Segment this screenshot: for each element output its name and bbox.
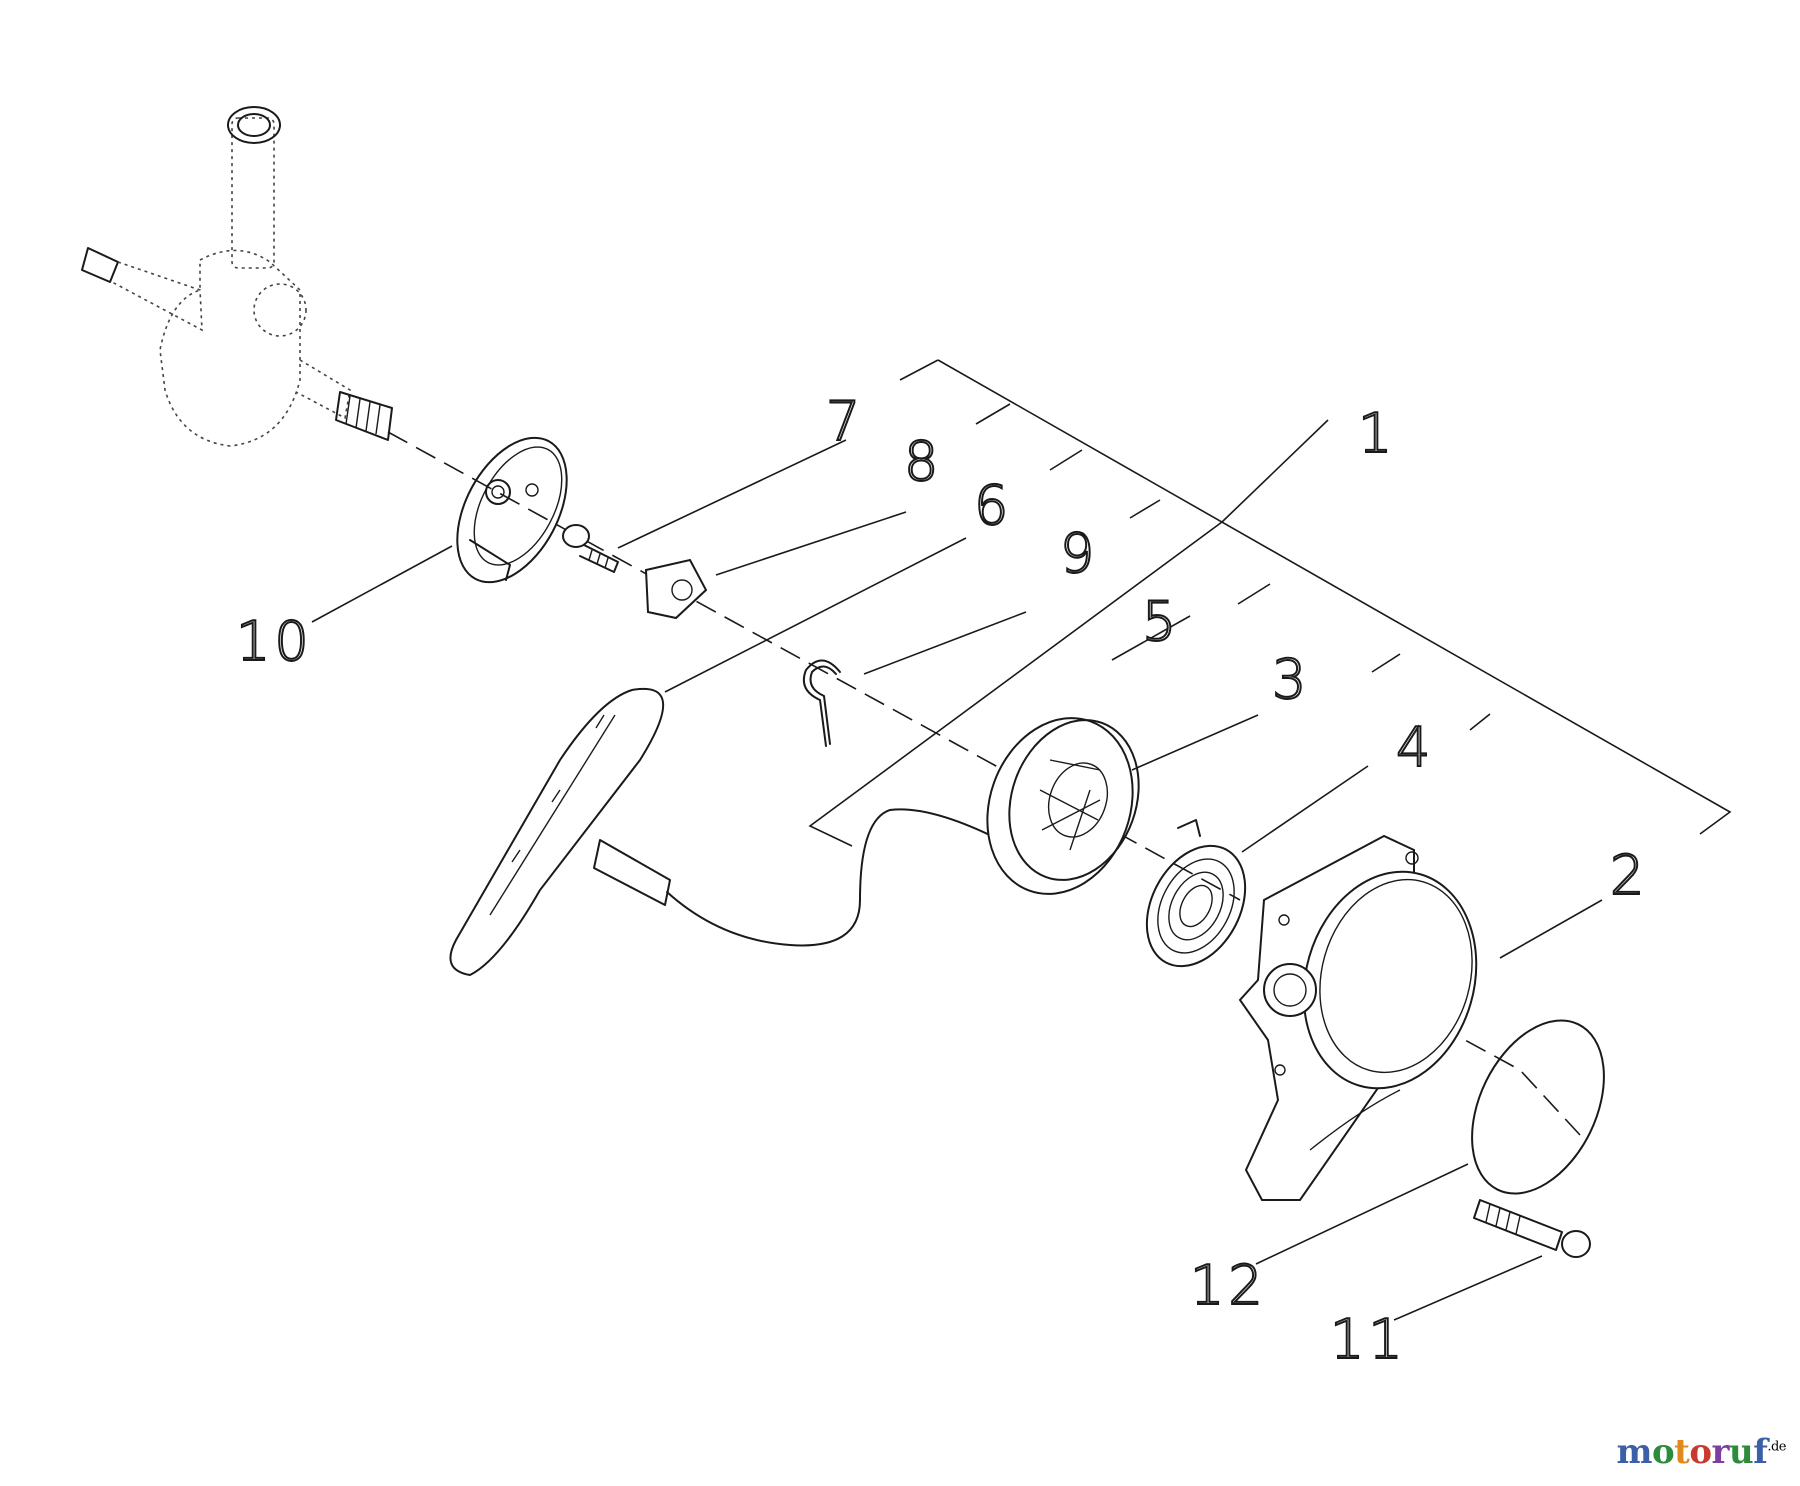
watermark-letter: u [1728, 1432, 1754, 1472]
leader-lines [311, 359, 1732, 1321]
callout-10: 10 [236, 610, 313, 673]
part-2-housing [1238, 834, 1478, 1201]
callout-11: 11 [1330, 1308, 1407, 1371]
part-12-gasket [1471, 1019, 1605, 1195]
callout-2: 2 [1610, 844, 1648, 907]
callout-3: 3 [1272, 648, 1310, 711]
callout-7: 7 [826, 390, 864, 453]
watermark-letter: m [1616, 1432, 1652, 1472]
part-11-screw [1473, 1199, 1591, 1258]
part-3-pulley [986, 717, 1140, 895]
part-7-screw [562, 524, 619, 573]
callout-6: 6 [974, 474, 1012, 537]
watermark-letter: o [1651, 1432, 1675, 1472]
watermark-letter: f [1753, 1432, 1768, 1472]
callout-1: 1 [1358, 402, 1396, 465]
part-9-clip [802, 659, 841, 747]
watermark-letter: r [1711, 1432, 1730, 1472]
callout-8: 8 [904, 430, 942, 493]
callout-5: 5 [1142, 590, 1180, 653]
watermark-letter: t [1674, 1432, 1690, 1472]
part-6-handle [449, 687, 1001, 977]
watermark-suffix: .de [1767, 1439, 1786, 1455]
part-10-carrier [456, 436, 568, 584]
callout-12: 12 [1190, 1254, 1267, 1317]
callout-4: 4 [1396, 716, 1434, 779]
part-8-pawl [644, 558, 708, 620]
motoruf-watermark-logo: motoruf.de [1616, 1432, 1786, 1472]
watermark-letter: o [1689, 1432, 1712, 1472]
crankshaft [81, 106, 393, 447]
callout-labels: 1 2 3 4 5 6 7 8 9 10 11 12 [235, 389, 1648, 1372]
callout-9: 9 [1060, 522, 1098, 585]
part-4-spring [1145, 819, 1247, 968]
